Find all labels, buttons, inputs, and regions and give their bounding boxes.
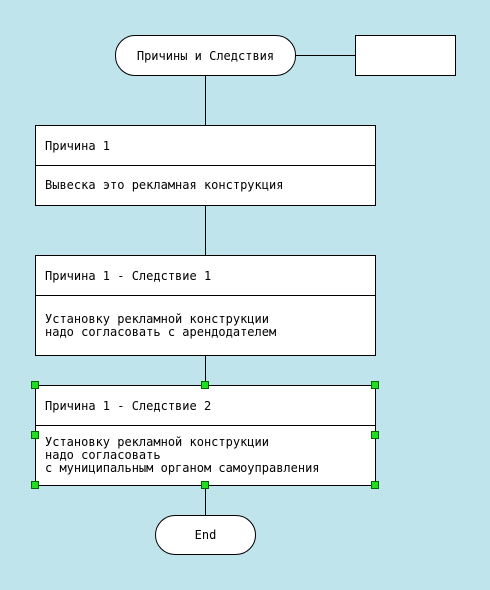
resize-handle-top-right[interactable] bbox=[371, 381, 379, 389]
resize-handle-bottom-center[interactable] bbox=[201, 481, 209, 489]
resize-handle-bottom-right[interactable] bbox=[371, 481, 379, 489]
connector-block1-to-block2 bbox=[205, 205, 206, 255]
connector-block3-to-end bbox=[205, 485, 206, 515]
connector-start-to-comment bbox=[295, 55, 356, 56]
effect-block-2[interactable]: Причина 1 - Следствие 2 Установку реклам… bbox=[35, 385, 376, 486]
resize-handle-middle-right[interactable] bbox=[371, 431, 379, 439]
block-title: Причина 1 bbox=[36, 126, 375, 166]
block-title: Причина 1 - Следствие 2 bbox=[36, 386, 375, 426]
block-title: Причина 1 - Следствие 1 bbox=[36, 256, 375, 296]
connector-start-to-block1 bbox=[205, 75, 206, 125]
block-text: Установку рекламной конструкции надо сог… bbox=[45, 311, 277, 339]
resize-handle-top-left[interactable] bbox=[31, 381, 39, 389]
resize-handle-bottom-left[interactable] bbox=[31, 481, 39, 489]
end-label: End bbox=[194, 528, 217, 542]
end-terminator[interactable]: End bbox=[155, 515, 256, 555]
connector-block2-to-block3 bbox=[205, 355, 206, 385]
block-text: Установку рекламной конструкции надо сог… bbox=[45, 435, 320, 475]
start-label: Причины и Следствия bbox=[136, 48, 275, 63]
resize-handle-middle-left[interactable] bbox=[31, 431, 39, 439]
block-text: Вывеска это рекламная конструкция bbox=[45, 178, 284, 192]
start-terminator[interactable]: Причины и Следствия bbox=[115, 35, 296, 76]
cause-block-1[interactable]: Причина 1 Вывеска это рекламная конструк… bbox=[35, 125, 376, 206]
comment-box[interactable] bbox=[355, 35, 456, 76]
effect-block-1[interactable]: Причина 1 - Следствие 1 Установку реклам… bbox=[35, 255, 376, 356]
resize-handle-top-center[interactable] bbox=[201, 381, 209, 389]
